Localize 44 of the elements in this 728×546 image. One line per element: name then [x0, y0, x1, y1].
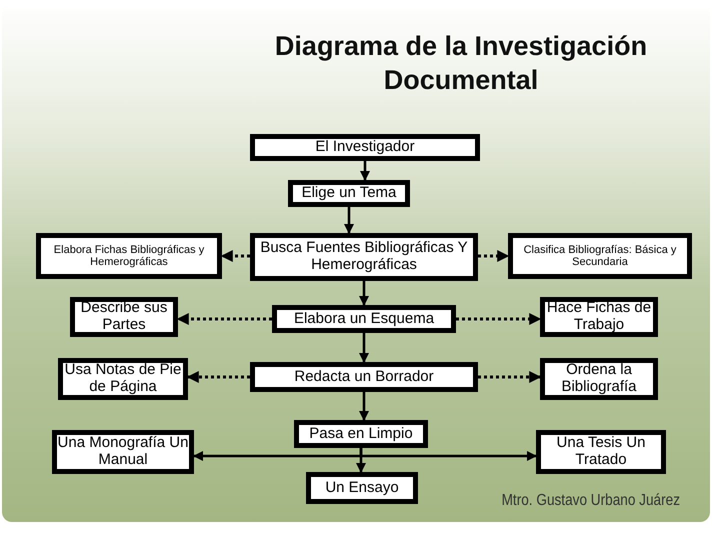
box-label: Una Tesis Un Tratado: [556, 435, 646, 469]
arrow: [478, 371, 542, 383]
box-label: Clasifica Bibliografías: Básica y Secundaria: [522, 244, 678, 268]
title: Diagrama de la Investigación Documental: [274, 30, 648, 97]
box-label: Un Ensayo: [325, 480, 399, 496]
box-label: Elabora un Esquema: [294, 310, 434, 328]
box-label: Redacta un Borrador: [294, 368, 434, 386]
process-box: [58, 358, 188, 400]
process-box: [250, 362, 478, 392]
arrow: [360, 448, 537, 461]
box-label: Usa Notas de Pie de Página: [64, 362, 182, 396]
process-box: [540, 358, 658, 400]
process-box: [250, 134, 480, 161]
box-label: Hace Fichas de Trabajo: [546, 300, 652, 334]
process-box: [294, 420, 428, 448]
process-box: [250, 233, 478, 281]
box-label: Pasa en Limpio: [309, 426, 413, 442]
arrow: [456, 313, 542, 325]
arrow: [344, 207, 354, 234]
process-box: [288, 180, 410, 207]
process-box: [540, 297, 658, 337]
arrow: [186, 371, 250, 383]
process-box: [272, 305, 456, 333]
box-label: Una Monografía Un Manual: [57, 435, 189, 469]
box-label: Describe sus Partes: [80, 300, 168, 334]
arrow: [220, 250, 250, 262]
box-label: Ordena la Bibliografía: [560, 362, 638, 396]
process-box: [70, 297, 178, 337]
arrow: [359, 392, 369, 421]
arrow: [176, 313, 272, 325]
process-box: [508, 233, 692, 279]
box-label: Elabora Fichas Bibliográficas y Hemerográficas: [52, 244, 206, 268]
box-label: El Investigador: [315, 139, 415, 156]
box-label: Elige un Tema: [302, 185, 396, 202]
arrow: [193, 448, 362, 461]
author-name: Mtro. Gustavo Urbano Juárez: [502, 492, 680, 510]
arrow: [478, 250, 510, 262]
process-box: [36, 233, 222, 279]
arrow: [359, 333, 369, 363]
process-box: [536, 430, 666, 474]
box-label: Busca Fuentes Bibliográficas Y Hemerográficas: [259, 240, 469, 274]
arrow: [360, 161, 370, 181]
arrow: [359, 281, 369, 306]
process-box: [306, 472, 418, 504]
